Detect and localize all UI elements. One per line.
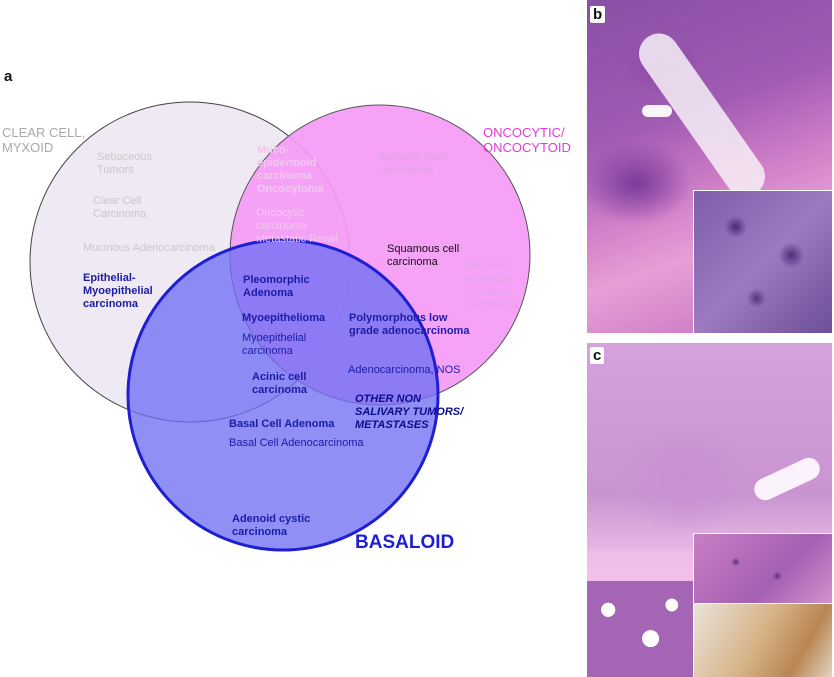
label-polymorphous: Polymorphous low grade adenocarcinoma bbox=[349, 312, 470, 337]
label-adenocarcinoma-nos: Adenocarcinoma, NOS bbox=[348, 364, 461, 376]
label-acinic-cell: Acinic cell carcinoma bbox=[252, 371, 308, 396]
label-epithelial-myoepithelial: Epithelial- Myoepithelial carcinoma bbox=[83, 272, 153, 310]
label-myoepithelioma: Myoepithelioma bbox=[242, 312, 326, 324]
micrograph-panel-b: b bbox=[587, 0, 832, 333]
basaloid-circle bbox=[126, 238, 440, 552]
label-pleomorphic-adenoma: Pleomorphic Adenoma bbox=[243, 274, 310, 299]
micrograph-inset-b bbox=[693, 190, 832, 333]
panel-letter-a: a bbox=[4, 68, 13, 85]
label-other-non-salivary: OTHER NON SALIVARY TUMORS/ METASTASES bbox=[355, 393, 464, 431]
label-sebaceous-tumors: Sebaceous Tumors bbox=[97, 151, 153, 176]
panel-letter-b: b bbox=[590, 6, 606, 23]
label-mucoepidermoid: Muco- epidermoid carcinoma Oncocytoma bbox=[257, 144, 324, 195]
label-mucinous-adenocarcinoma: Mucinous Adenocarcinoma bbox=[83, 242, 216, 254]
tissue-cleft-2 bbox=[642, 105, 672, 117]
label-adenoid-cystic: Adenoid cystic carcinoma bbox=[232, 513, 311, 538]
label-masc: Mammary Analogue Secretory Carcinoma bbox=[465, 260, 519, 311]
group-title-clear-cell: CLEAR CELL, MYXOID bbox=[2, 125, 86, 155]
label-basal-cell-adenoma: Basal Cell Adenoma bbox=[229, 418, 335, 430]
group-title-basaloid: BASALOID bbox=[355, 532, 455, 553]
adipose-tissue bbox=[587, 581, 693, 677]
panel-letter-c: c bbox=[590, 347, 605, 364]
label-salivary-duct: Salivary Duct carcinoma bbox=[378, 151, 448, 176]
micrograph-inset-c-he bbox=[693, 533, 832, 605]
label-clear-cell-carcinoma: Clear Cell Carcinoma bbox=[93, 195, 147, 220]
label-oncocytic-carcinoma: Oncocytic carcinoma Metastatic Renal bbox=[256, 207, 338, 245]
micrograph-inset-c-ihc bbox=[693, 603, 832, 677]
group-title-oncocytic: ONCOCYTIC/ ONCOCYTOID bbox=[483, 125, 571, 155]
label-squamous-cell: Squamous cell carcinoma bbox=[387, 243, 460, 268]
micrograph-panel-c: c bbox=[587, 343, 832, 677]
vessel-space bbox=[750, 454, 824, 504]
label-basal-cell-adenocarcinoma: Basal Cell Adenocarcinoma bbox=[229, 437, 364, 449]
label-myoepithelial-carcinoma: Myoepithelial carcinoma bbox=[242, 332, 307, 357]
